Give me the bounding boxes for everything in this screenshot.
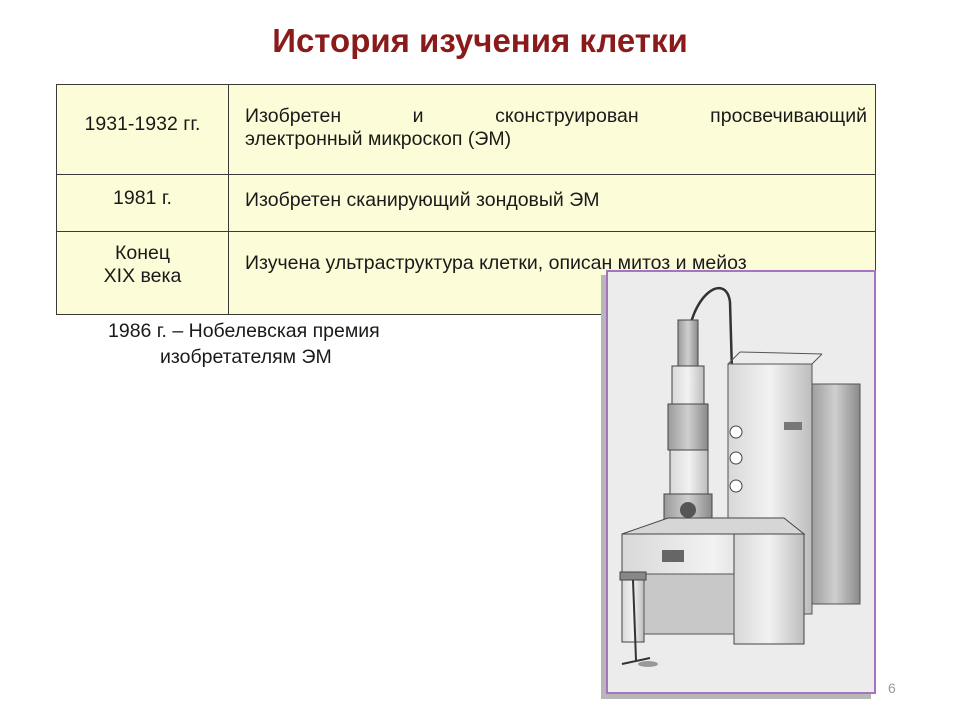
year-cell: 1931-1932 гг. [56,84,229,175]
event-text-line: Изобретен и сконструирован просвечивающи… [245,105,867,127]
electron-microscope-image [606,270,876,694]
nobel-note-line: изобретателям ЭМ [160,346,332,369]
event-cell: Изобретен и сконструирован просвечивающи… [228,84,876,175]
table-row: 1981 г. Изобретен сканирующий зондовый Э… [56,174,876,232]
year-text-line: XIX века [103,265,182,288]
page-number: 6 [888,680,896,696]
year-cell: Конец XIX века [56,231,229,315]
nobel-note: 1986 г. – Нобелевская премия изобретател… [108,318,380,371]
year-cell: 1981 г. [56,174,229,232]
table-row: 1931-1932 гг. Изобретен и сконструирован… [56,84,876,175]
history-table: 1931-1932 гг. Изобретен и сконструирован… [56,84,876,315]
event-cell: Изобретен сканирующий зондовый ЭМ [228,174,876,232]
slide-title: История изучения клетки [272,22,688,59]
nobel-note-line: 1986 г. – Нобелевская премия [108,320,380,342]
microscope-illustration [608,272,874,692]
event-text-line: электронный микроскоп (ЭМ) [245,128,512,151]
year-text-line: Конец [115,242,170,264]
